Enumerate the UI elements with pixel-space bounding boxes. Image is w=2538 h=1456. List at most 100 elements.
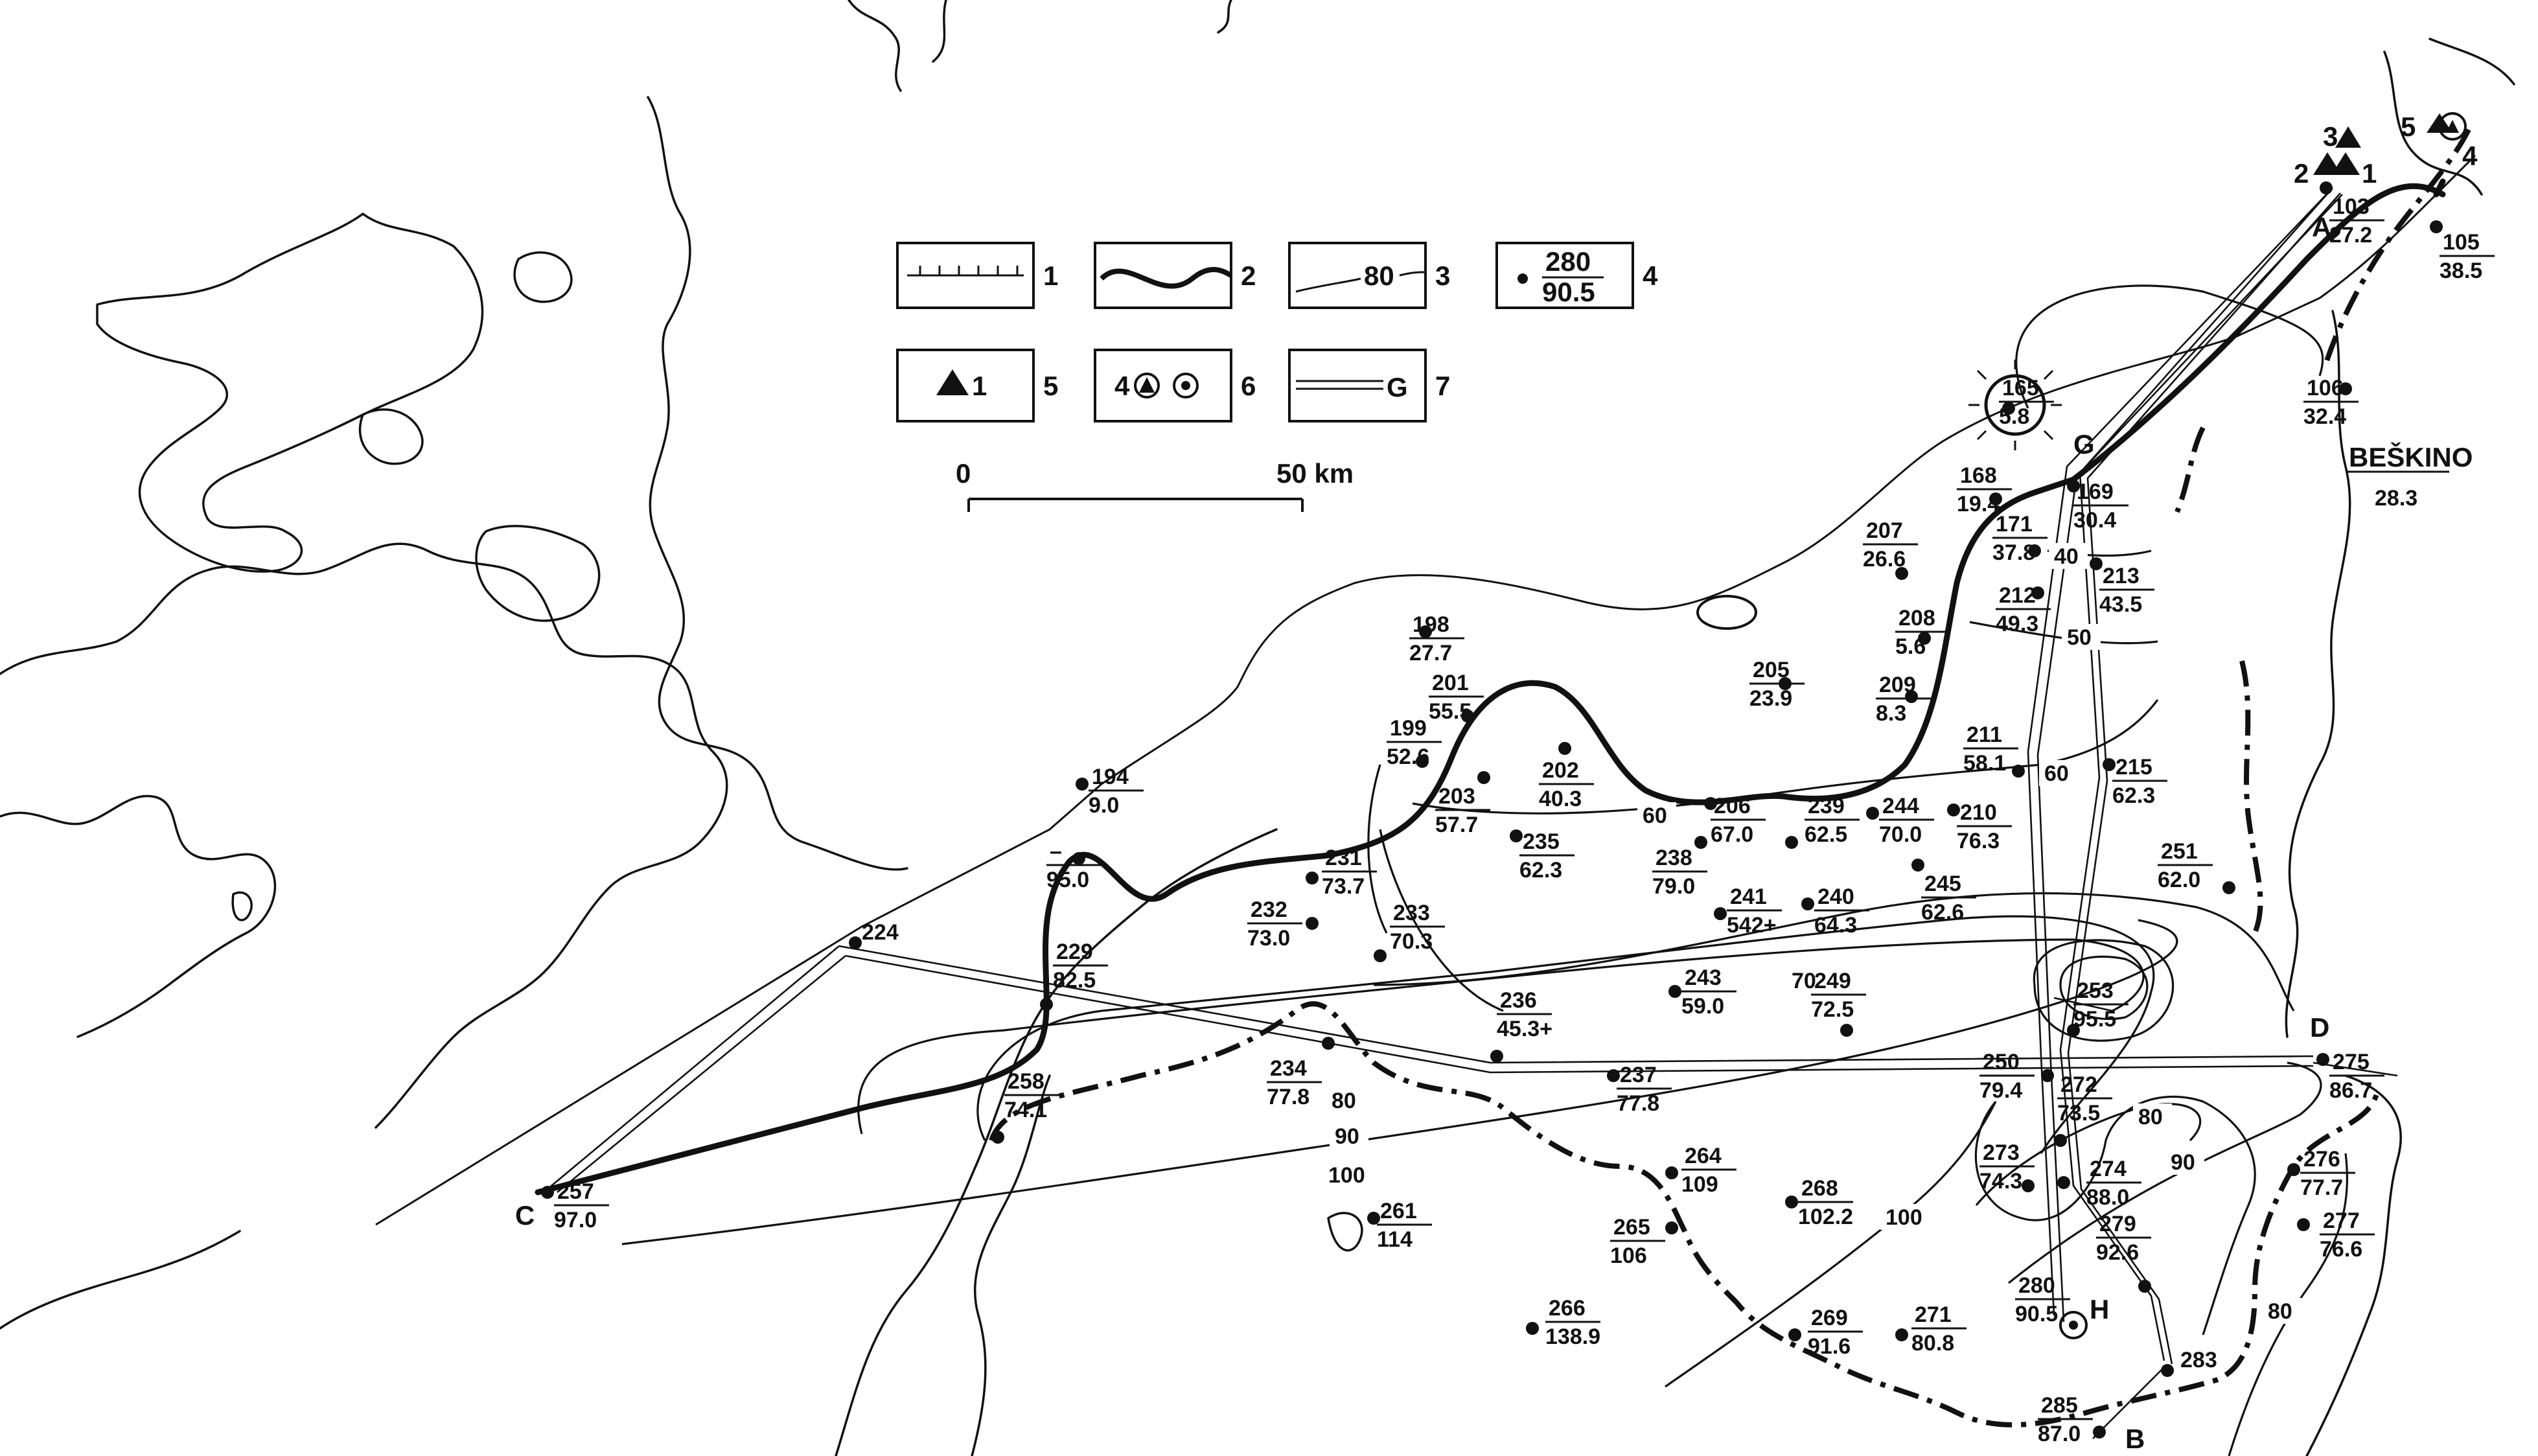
legend-triangle-icon (936, 369, 969, 395)
station-id: 265 (1613, 1215, 1650, 1240)
station-value: 542+ (1727, 913, 1777, 938)
station-id: 269 (1811, 1306, 1848, 1330)
isoline-value-label: 100 (1886, 1205, 1922, 1230)
profile-letter-c: C (515, 1200, 535, 1231)
isoline-label-bg (1323, 1162, 1376, 1188)
hatched-rings (1696, 360, 2062, 630)
station-value: 67.0 (1711, 822, 1753, 847)
station-id: 266 (1549, 1296, 1586, 1321)
station-dot (1374, 949, 1387, 962)
legend-item-3: 80 3 (1288, 242, 1450, 309)
station-dot (2138, 1280, 2151, 1293)
station-value: 62.5 (1805, 822, 1847, 847)
station-dot (1416, 755, 1429, 768)
profile-letter-h: H (2090, 1294, 2109, 1324)
station-id: 206 (1714, 794, 1751, 818)
profile-line-a-g-2 (2036, 194, 2343, 1323)
station-value: 70.0 (1879, 822, 1922, 847)
legend-number-2: 2 (1241, 260, 1256, 291)
hatched-ring-205 (1696, 595, 1757, 630)
isoline-80 (976, 915, 2155, 1154)
station-value: 26.6 (1863, 547, 1906, 572)
station-id: 264 (1685, 1144, 1722, 1168)
station-value: 97.0 (554, 1208, 597, 1232)
station-id: 237 (1620, 1063, 1657, 1087)
station-value: 19.4 (1957, 492, 2000, 516)
station-id: 261 (1380, 1199, 1417, 1223)
map-annotations: BEŠKINO A B C D G H 1 2 3 4 5 4 (515, 111, 2478, 1454)
station-value: 62.3 (2112, 783, 2155, 808)
station-dot (1306, 872, 1319, 884)
station-id: 250 (1983, 1050, 2020, 1074)
station-id: 273 (1983, 1140, 2020, 1165)
isoline-value-label: 90 (1335, 1124, 1359, 1149)
station-id: 202 (1542, 758, 1579, 783)
station-id: 211 (1967, 722, 2002, 747)
station-id: 208 (1898, 606, 1935, 630)
station-value: 73.5 (2057, 1101, 2100, 1126)
station-dot (2320, 181, 2333, 194)
station-value: 62.6 (1921, 900, 1964, 925)
coastline-center-west (971, 1074, 1051, 1456)
station-id: 243 (1685, 965, 1722, 990)
station-id: 103 (2333, 194, 2370, 219)
station-value: 27.2 (2329, 223, 2372, 248)
station-id: 271 (1915, 1302, 1952, 1327)
station-dot (1704, 797, 1717, 810)
isoline-label-bg (2049, 543, 2088, 569)
station-id: 249 (1814, 969, 1851, 993)
legend-item-1: 1 (896, 242, 1058, 309)
svg-text:5: 5 (2401, 111, 2416, 142)
station-id: 207 (1866, 518, 1903, 543)
station-224: 224 (849, 920, 899, 949)
station-243: 243 59.0 (1668, 965, 1736, 1019)
station-value: 59.0 (1681, 994, 1724, 1019)
coastline-island-b (513, 251, 573, 303)
station-dot (2067, 1024, 2080, 1037)
station-value: 43.5 (2099, 592, 2142, 617)
station-id: 274 (2090, 1157, 2127, 1181)
svg-text:2: 2 (2294, 158, 2309, 189)
station-dot (1714, 907, 1727, 920)
hatched-boundary-layer (375, 154, 2476, 1226)
station-value: 73.7 (1322, 874, 1365, 899)
scale-bar: 0 50 km (956, 458, 1354, 512)
station-id: 215 (2116, 755, 2152, 780)
station-id: 201 (1432, 671, 1469, 695)
station-dot (1866, 807, 1879, 820)
isoline-layer (621, 284, 2349, 1456)
legend-number-1: 1 (1043, 260, 1058, 291)
station-value: 32.4 (2303, 404, 2346, 429)
dashed-boundary-east (2175, 426, 2206, 513)
station-id: 251 (2161, 839, 2198, 864)
station-value: 49.3 (1996, 612, 2038, 636)
station-value: 70.3 (1390, 929, 1433, 954)
coastline-island-d (231, 891, 253, 921)
station-id: 229 (1056, 940, 1093, 964)
legend-target-icon (1173, 373, 1199, 399)
station-dot (2222, 881, 2235, 894)
station-id: 283 (2180, 1348, 2217, 1372)
profile-line-c-d-1 (838, 945, 2314, 1064)
isoline-label-bg (2263, 1298, 2302, 1324)
station-value: 79.0 (1652, 874, 1695, 899)
station-value: 23.9 (1749, 686, 1792, 711)
legend-sample-top: 280 (1545, 246, 1591, 277)
station-dot (1788, 1328, 1801, 1341)
